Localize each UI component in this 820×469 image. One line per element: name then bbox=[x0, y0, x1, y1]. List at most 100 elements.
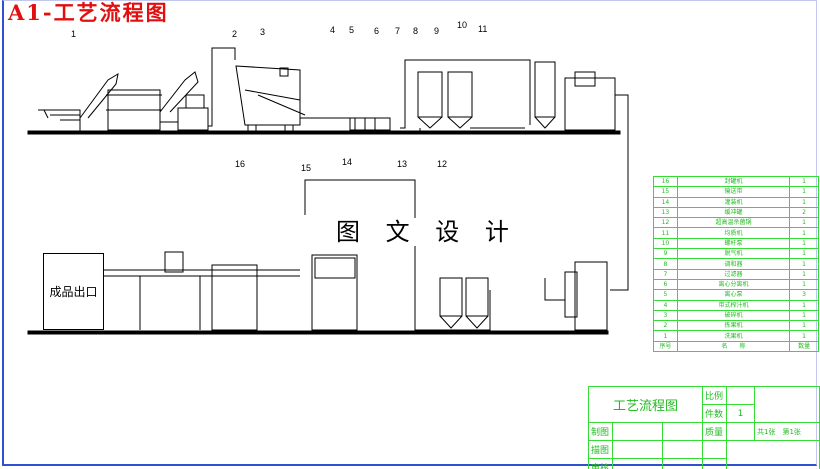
parts-cell-name: 缓冲罐 bbox=[676, 206, 791, 219]
parts-cell-no: 5 bbox=[653, 289, 678, 301]
parts-cell-name: 封罐机 bbox=[676, 175, 791, 188]
parts-header-row: 序号 名 称 数量 bbox=[653, 340, 819, 353]
parts-cell-qty: 1 bbox=[789, 237, 819, 250]
callout-9: 9 bbox=[434, 26, 440, 36]
parts-cell-no: 3 bbox=[653, 309, 678, 322]
mass-label: 质量 bbox=[702, 422, 727, 441]
parts-cell-name: 螺杆泵 bbox=[676, 237, 791, 250]
equipment-crusher bbox=[235, 65, 306, 132]
floor-line-bottom bbox=[27, 330, 609, 335]
parts-cell-name: 破碎机 bbox=[676, 309, 791, 322]
drawing-title: A1-工艺流程图 bbox=[8, 0, 169, 25]
parts-cell-name: 脱气机 bbox=[676, 248, 791, 260]
parts-cell-no: 8 bbox=[653, 258, 678, 270]
checked-label: 审核 bbox=[588, 458, 613, 469]
pipe-to-bottom bbox=[610, 94, 629, 291]
parts-cell-name: 灌装机 bbox=[676, 196, 791, 208]
parts-cell-name: 带式榨汁机 bbox=[676, 299, 791, 311]
drawn-label: 制图 bbox=[588, 422, 613, 441]
parts-cell-name: 拣果机 bbox=[676, 320, 791, 332]
parts-cell-qty: 3 bbox=[789, 289, 819, 301]
equipment-juicer bbox=[349, 117, 391, 131]
parts-cell-qty: 1 bbox=[789, 217, 819, 229]
header-qty: 数量 bbox=[789, 340, 819, 353]
header-name: 名 称 bbox=[676, 340, 791, 353]
parts-cell-name: 离心分离机 bbox=[676, 278, 791, 291]
parts-cell-qty: 1 bbox=[789, 248, 819, 260]
pipe-main-top bbox=[300, 59, 531, 131]
floor-line-top bbox=[27, 130, 621, 135]
parts-cell-qty: 1 bbox=[789, 227, 819, 239]
sheet-count: 共1张 第1张 bbox=[754, 422, 820, 441]
equipment-sterilizer-tanks bbox=[439, 277, 489, 329]
callout-6: 6 bbox=[374, 26, 380, 36]
parts-cell-no: 6 bbox=[653, 278, 678, 291]
callout-2: 2 bbox=[232, 29, 238, 39]
parts-cell-name: 过滤器 bbox=[676, 268, 791, 280]
parts-cell-no: 2 bbox=[653, 320, 678, 332]
equipment-washer bbox=[38, 71, 209, 131]
parts-cell-no: 4 bbox=[653, 299, 678, 311]
callout-4: 4 bbox=[330, 25, 336, 35]
parts-cell-no: 10 bbox=[653, 237, 678, 250]
parts-cell-no: 13 bbox=[653, 206, 678, 219]
parts-cell-qty: 1 bbox=[789, 278, 819, 291]
watermark: 图 文 设 计 bbox=[332, 218, 522, 246]
parts-cell-qty: 1 bbox=[789, 175, 819, 188]
parts-cell-name: 调和器 bbox=[676, 258, 791, 270]
equipment-filler bbox=[311, 254, 358, 331]
parts-cell-no: 14 bbox=[653, 196, 678, 208]
callout-10: 10 bbox=[457, 20, 468, 30]
callout-7: 7 bbox=[395, 26, 401, 36]
parts-cell-no: 12 bbox=[653, 217, 678, 229]
parts-cell-qty: 1 bbox=[789, 299, 819, 311]
parts-cell-name: 输送带 bbox=[676, 186, 791, 198]
parts-cell-no: 1 bbox=[653, 330, 678, 342]
parts-cell-no: 11 bbox=[653, 227, 678, 239]
finished-product-exit: 成品出口 bbox=[43, 253, 104, 330]
pipe-to-picker bbox=[208, 47, 236, 127]
callout-1: 1 bbox=[71, 29, 77, 39]
parts-cell-qty: 2 bbox=[789, 206, 819, 219]
parts-cell-qty: 1 bbox=[789, 186, 819, 198]
count-label: 件数 bbox=[702, 404, 727, 423]
parts-cell-name: 离心泵 bbox=[676, 289, 791, 301]
conveyor bbox=[104, 269, 300, 330]
equipment-sealer bbox=[164, 251, 258, 331]
pipe-bottom-main bbox=[304, 179, 565, 331]
parts-cell-name: 均质机 bbox=[676, 227, 791, 239]
callout-13: 13 bbox=[397, 159, 408, 169]
parts-cell-no: 9 bbox=[653, 248, 678, 260]
count-value: 1 bbox=[726, 404, 755, 423]
equipment-homogenizer bbox=[564, 261, 608, 331]
parts-cell-qty: 1 bbox=[789, 268, 819, 280]
drawing-name: 工艺流程图 bbox=[588, 386, 703, 423]
parts-cell-qty: 1 bbox=[789, 196, 819, 208]
equipment-deaerator bbox=[534, 61, 556, 129]
scale-label: 比例 bbox=[702, 386, 727, 405]
callout-11: 11 bbox=[478, 24, 488, 34]
parts-cell-qty: 1 bbox=[789, 309, 819, 322]
parts-cell-name: 超高温杀菌锅 bbox=[676, 217, 791, 229]
parts-cell-qty: 1 bbox=[789, 330, 819, 342]
parts-cell-qty: 1 bbox=[789, 320, 819, 332]
callout-3: 3 bbox=[260, 27, 266, 37]
